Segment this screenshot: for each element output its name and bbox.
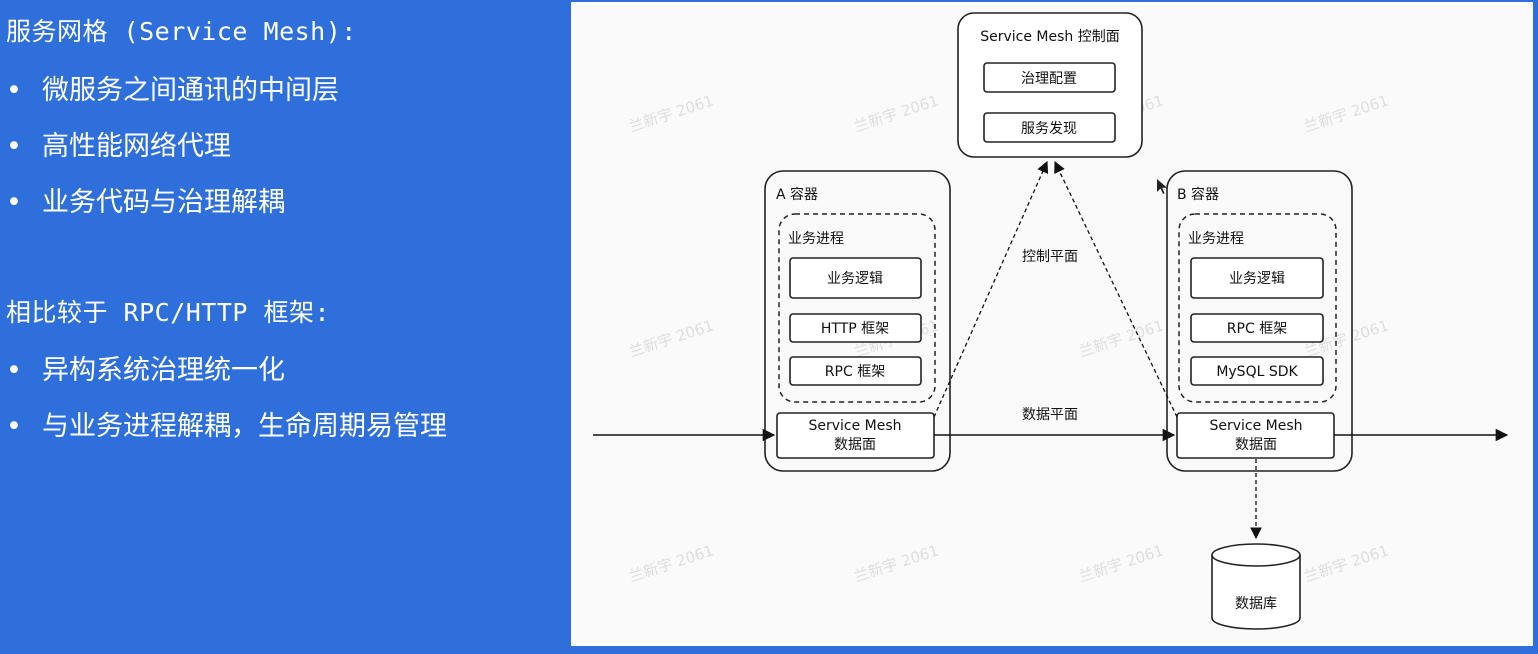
control-plane-title: Service Mesh 控制面 [980,29,1120,45]
control-plane-label: 控制平面 [1022,249,1078,265]
architecture-diagram: 兰新宇 2061 兰新宇 2061 兰新宇 2061 兰新宇 2061 兰新宇 … [571,2,1533,646]
governance-config-label: 治理配置 [1021,71,1077,87]
slide-text-panel: 服务网格 (Service Mesh): • 微服务之间通讯的中间层 • 高性能网络… [0,0,570,654]
mesh-data-plane-b-line2: 数据面 [1235,437,1277,453]
mesh-data-plane-a-line2: 数据面 [834,437,876,453]
database-cylinder-top [1211,543,1301,567]
watermark-text: 兰新宇 2061 [852,542,941,586]
watermark-text: 兰新宇 2061 [1302,542,1391,586]
control-arrow-from-a [933,160,1049,418]
bullet-text: 微服务之间通讯的中间层 [42,75,339,106]
watermark-text: 兰新宇 2061 [627,317,716,361]
bullet-text: 异构系统治理统一化 [42,355,285,386]
data-plane-label: 数据平面 [1022,407,1078,423]
service-discovery-box [983,112,1116,143]
bullet-dot: • [6,355,22,386]
heading-service-mesh: 服务网格 (Service Mesh): [6,17,357,46]
container-a-title: A 容器 [776,186,818,203]
process-b-dashed-box [1178,213,1337,403]
watermark-text: 兰新宇 2061 [627,92,716,136]
watermark-text: 兰新宇 2061 [627,542,716,586]
control-arrow-from-b [1054,160,1178,418]
process-a-label: 业务进程 [788,231,844,247]
bullet-text: 与业务进程解耦，生命周期易管理 [42,411,447,442]
control-plane: Service Mesh 控制面 治理配置 服务发现 [957,12,1143,158]
watermark-text: 兰新宇 2061 [1077,542,1166,586]
business-logic-b-label: 业务逻辑 [1229,271,1285,287]
container-a: A 容器 业务进程 业务逻辑 HTTP 框架 RPC 框架 Service Me… [764,170,951,472]
database-cylinder-body [1211,555,1301,630]
container-a-box [764,170,951,472]
rpc-framework-a-box [789,356,922,386]
container-b-box [1166,170,1353,472]
bullet-text: 业务代码与治理解耦 [42,187,285,218]
bullet-item: • 与业务进程解耦，生命周期易管理 [6,404,447,443]
mesh-data-plane-b-line1: Service Mesh [1209,418,1302,434]
bullet-dot: • [6,187,22,218]
container-b-title: B 容器 [1177,186,1219,203]
mouse-cursor-icon [1157,179,1167,194]
bullet-item: • 微服务之间通讯的中间层 [6,68,339,107]
service-discovery-label: 服务发现 [1021,121,1077,137]
business-logic-a-label: 业务逻辑 [827,271,883,287]
business-logic-b-box [1190,257,1324,299]
bullet-dot: • [6,131,22,162]
governance-config-box [983,62,1116,93]
bullet-item: • 业务代码与治理解耦 [6,180,285,219]
database: 数据库 [1211,543,1301,630]
process-b-label: 业务进程 [1188,231,1244,247]
http-framework-a-label: HTTP 框架 [821,321,889,337]
process-a-dashed-box [778,213,936,403]
bullet-text: 高性能网络代理 [42,131,231,162]
watermark-text: 兰新宇 2061 [1302,92,1391,136]
mysql-sdk-b-label: MySQL SDK [1216,364,1298,380]
bullet-dot: • [6,75,22,106]
database-label: 数据库 [1235,596,1277,612]
mesh-data-plane-a-line1: Service Mesh [808,418,901,434]
http-framework-a-box [789,313,922,343]
rpc-framework-b-label: RPC 框架 [1227,321,1287,337]
container-b: B 容器 业务进程 业务逻辑 RPC 框架 MySQL SDK Service … [1166,170,1353,472]
business-logic-a-box [789,257,922,299]
bullet-dot: • [6,411,22,442]
mysql-sdk-b-box [1190,356,1324,386]
watermark-text: 兰新宇 2061 [1077,317,1166,361]
bullet-item: • 高性能网络代理 [6,124,231,163]
rpc-framework-b-box [1190,313,1324,343]
rpc-framework-a-label: RPC 框架 [825,364,885,380]
watermark-text: 兰新宇 2061 [852,92,941,136]
heading-comparison: 相比较于 RPC/HTTP 框架: [6,298,331,327]
bullet-item: • 异构系统治理统一化 [6,348,285,387]
